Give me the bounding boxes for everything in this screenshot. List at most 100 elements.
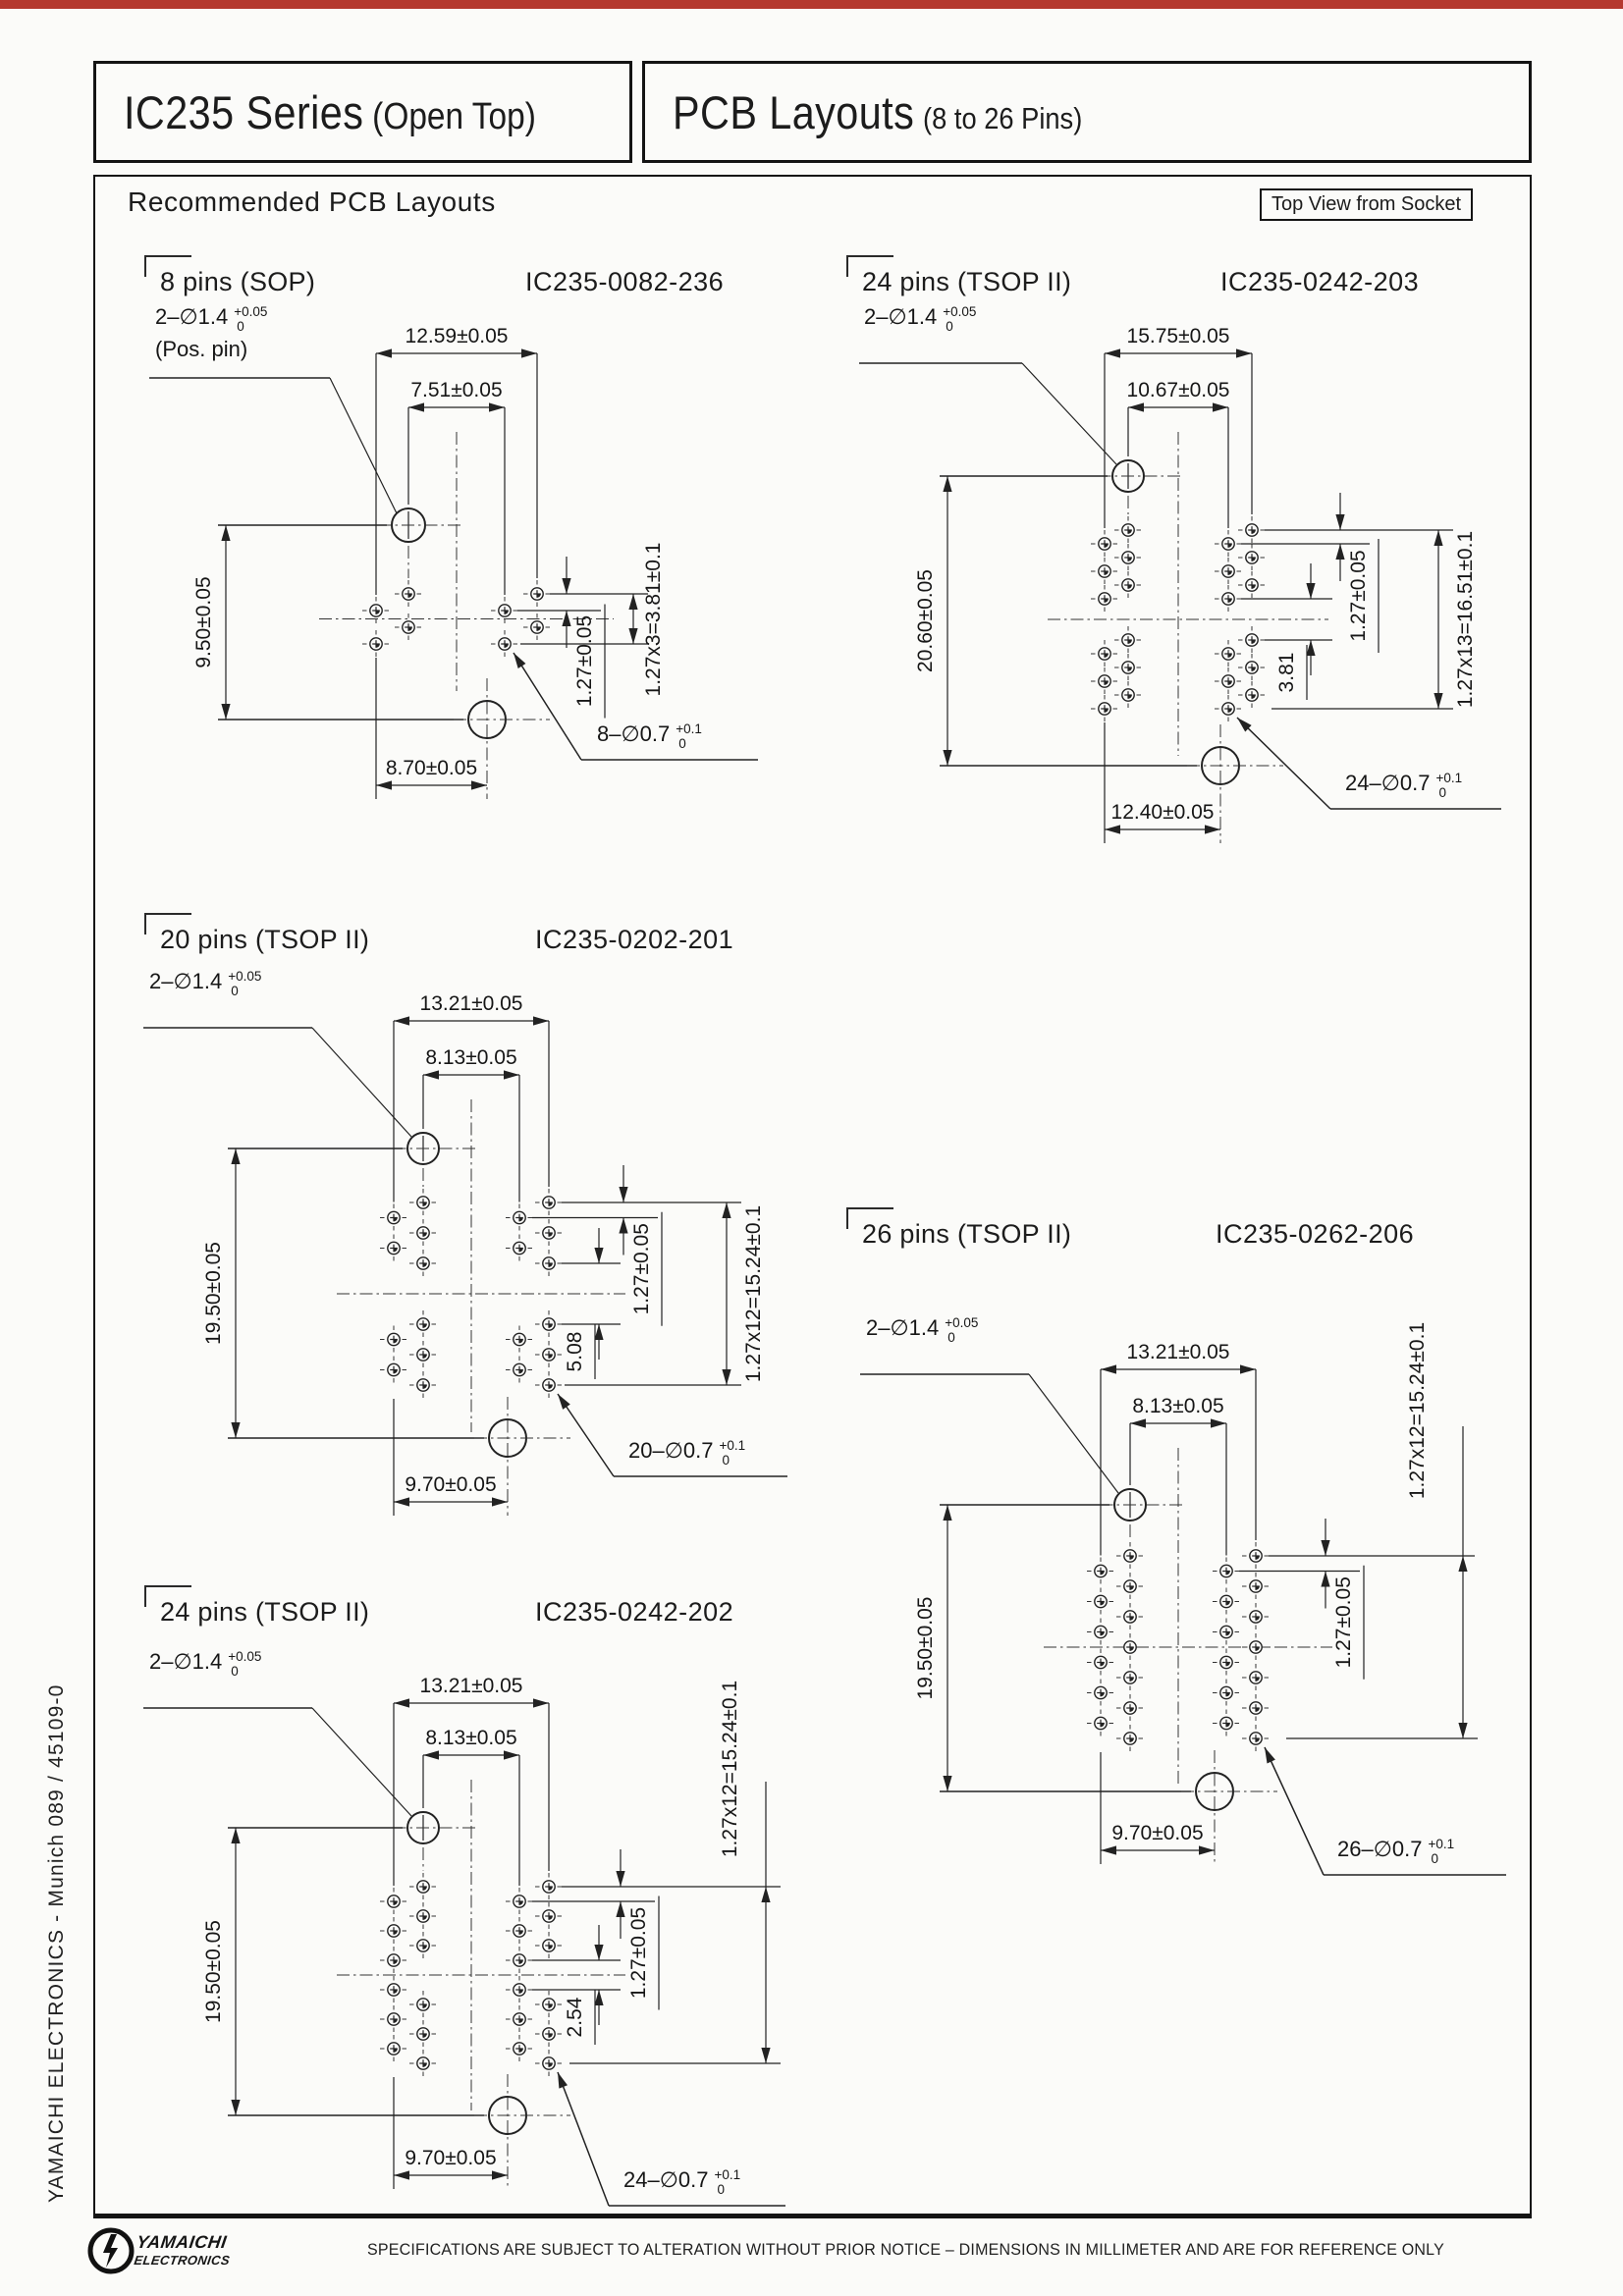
pin-hole bbox=[1091, 585, 1118, 613]
pin-hole bbox=[362, 597, 390, 624]
diagram-title-tsop24-202: 24 pins (TSOP II) bbox=[160, 1597, 370, 1627]
pin-hole bbox=[1116, 1694, 1144, 1722]
diagram-title-tsop24-203: 24 pins (TSOP II) bbox=[862, 267, 1072, 296]
pin-hole bbox=[380, 1888, 407, 1915]
pos-pin-hole bbox=[370, 1811, 476, 1844]
pin-hole bbox=[1238, 626, 1266, 654]
dim-gap: 3.81 bbox=[1275, 653, 1298, 693]
dim-bottom: 9.70±0.05 bbox=[405, 1473, 496, 1496]
pin-hole bbox=[409, 1932, 437, 1959]
dim-left-vertical: 19.50±0.05 bbox=[202, 1920, 225, 2023]
pos-pin-label-tol-lower: 0 bbox=[231, 1664, 239, 1679]
pin-hole bbox=[1213, 1618, 1240, 1646]
pin-hole bbox=[1116, 1542, 1144, 1570]
dim-pitch: 1.27±0.05 bbox=[1332, 1576, 1355, 1668]
dim-total: 1.27x12=15.24±0.1 bbox=[742, 1205, 765, 1382]
pos-pin-label-tol-lower: 0 bbox=[947, 1330, 955, 1345]
holes-label: 20–∅0.7 bbox=[628, 1438, 713, 1463]
pin-hole bbox=[1215, 585, 1242, 613]
pin-hole bbox=[1087, 1679, 1114, 1707]
pin-hole bbox=[1087, 1648, 1114, 1677]
pin-hole bbox=[506, 1976, 533, 2003]
dim-left-vertical: 19.50±0.05 bbox=[202, 1242, 225, 1345]
pin-hole bbox=[1242, 1542, 1270, 1570]
dim-total: 1.27x12=15.24±0.1 bbox=[719, 1681, 741, 1857]
series-title: IC235 Series bbox=[124, 85, 364, 138]
pin-hole bbox=[1215, 640, 1242, 667]
corner-mark bbox=[846, 1207, 893, 1229]
series-subtitle: (Open Top) bbox=[372, 95, 536, 137]
mount-hole bbox=[474, 1397, 570, 1516]
pin-hole bbox=[506, 1325, 533, 1354]
pin-hole bbox=[535, 2020, 563, 2048]
dim-pitch: 1.27±0.05 bbox=[630, 1223, 653, 1314]
pos-pin-label-tol-lower: 0 bbox=[237, 319, 244, 334]
pin-hole bbox=[535, 1371, 563, 1399]
pin-hole bbox=[506, 1947, 533, 1974]
dim-bottom: 12.40±0.05 bbox=[1111, 801, 1215, 824]
pin-hole bbox=[535, 2050, 563, 2077]
holes-label-tol-lower: 0 bbox=[678, 736, 686, 751]
pos-pin-label: 2–∅1.4 bbox=[149, 1649, 222, 1674]
dim-total: 1.27x12=15.24±0.1 bbox=[1406, 1322, 1429, 1499]
holes-label: 24–∅0.7 bbox=[1345, 771, 1430, 795]
part-number-sop8: IC235-0082-236 bbox=[525, 267, 725, 296]
mount-hole bbox=[1187, 724, 1283, 843]
pos-pin-label-tol-upper: +0.05 bbox=[228, 969, 261, 984]
pin-hole bbox=[1238, 654, 1266, 681]
dim-total: 1.27x13=16.51±0.1 bbox=[1454, 531, 1477, 708]
pos-pin-label-tol-upper: +0.05 bbox=[943, 304, 976, 319]
pin-hole bbox=[535, 1189, 563, 1216]
page-title: Recommended PCB Layouts bbox=[128, 187, 496, 217]
mount-hole bbox=[474, 2074, 570, 2189]
dim-pitch: 1.27±0.05 bbox=[1347, 550, 1370, 641]
corner-mark bbox=[144, 1585, 191, 1607]
pin-hole bbox=[1114, 571, 1142, 599]
pin-hole bbox=[1091, 667, 1118, 695]
pin-hole bbox=[535, 1219, 563, 1247]
dim-top-outer: 13.21±0.05 bbox=[1127, 1341, 1230, 1363]
pin-hole bbox=[506, 1234, 533, 1262]
pin-hole bbox=[1114, 626, 1142, 654]
pin-hole bbox=[380, 1356, 407, 1384]
dim-left-vertical: 9.50±0.05 bbox=[192, 576, 215, 667]
pos-pin-label: 2–∅1.4 bbox=[149, 969, 222, 993]
pin-hole bbox=[1242, 1664, 1270, 1691]
corner-mark bbox=[144, 913, 191, 934]
pos-pin-label-tol-upper: +0.05 bbox=[228, 1649, 261, 1664]
pin-hole bbox=[506, 1356, 533, 1384]
pcb-drawing-tsop20-201: 13.21±0.058.13±0.052–∅1.4+0.05019.50±0.0… bbox=[143, 969, 787, 1516]
content-frame bbox=[93, 175, 1532, 2218]
header-layouts-text: PCB Layouts(8 to 26 Pins) bbox=[673, 85, 1082, 139]
holes-label-tol-lower: 0 bbox=[717, 2182, 725, 2197]
corner-mark bbox=[846, 255, 893, 277]
pcb-drawing-tsop26-206: 13.21±0.058.13±0.052–∅1.4+0.05019.50±0.0… bbox=[860, 1315, 1506, 1876]
pin-hole bbox=[535, 1341, 563, 1368]
pin-hole bbox=[1114, 516, 1142, 544]
part-number-tsop24-202: IC235-0242-202 bbox=[535, 1597, 734, 1627]
holes-label: 24–∅0.7 bbox=[623, 2167, 708, 2192]
dim-pitch: 1.27±0.05 bbox=[573, 615, 596, 707]
pin-hole bbox=[1091, 530, 1118, 558]
header-series-text: IC235 Series(Open Top) bbox=[124, 85, 536, 139]
pin-hole bbox=[409, 1189, 437, 1216]
pin-hole bbox=[380, 2005, 407, 2033]
holes-label: 26–∅0.7 bbox=[1337, 1837, 1422, 1861]
logo-line2: ELECTRONICS bbox=[134, 2253, 232, 2268]
pos-pin-label-tol-upper: +0.05 bbox=[234, 304, 267, 319]
pin-hole bbox=[1242, 1725, 1270, 1752]
pin-hole bbox=[1215, 530, 1242, 558]
dim-bottom: 8.70±0.05 bbox=[386, 757, 477, 779]
diagram-title-tsop20-201: 20 pins (TSOP II) bbox=[160, 925, 370, 954]
holes-label-tol-upper: +0.1 bbox=[1435, 771, 1462, 785]
pin-hole bbox=[380, 2035, 407, 2062]
pin-hole bbox=[1242, 1694, 1270, 1722]
pin-hole bbox=[535, 1310, 563, 1338]
header-series-box: IC235 Series(Open Top) bbox=[93, 61, 632, 163]
pin-hole bbox=[1087, 1557, 1114, 1585]
pin-hole bbox=[380, 1917, 407, 1945]
part-number-tsop20-201: IC235-0202-201 bbox=[535, 925, 734, 954]
pin-hole bbox=[1116, 1603, 1144, 1630]
dim-bottom: 9.70±0.05 bbox=[1111, 1822, 1203, 1844]
